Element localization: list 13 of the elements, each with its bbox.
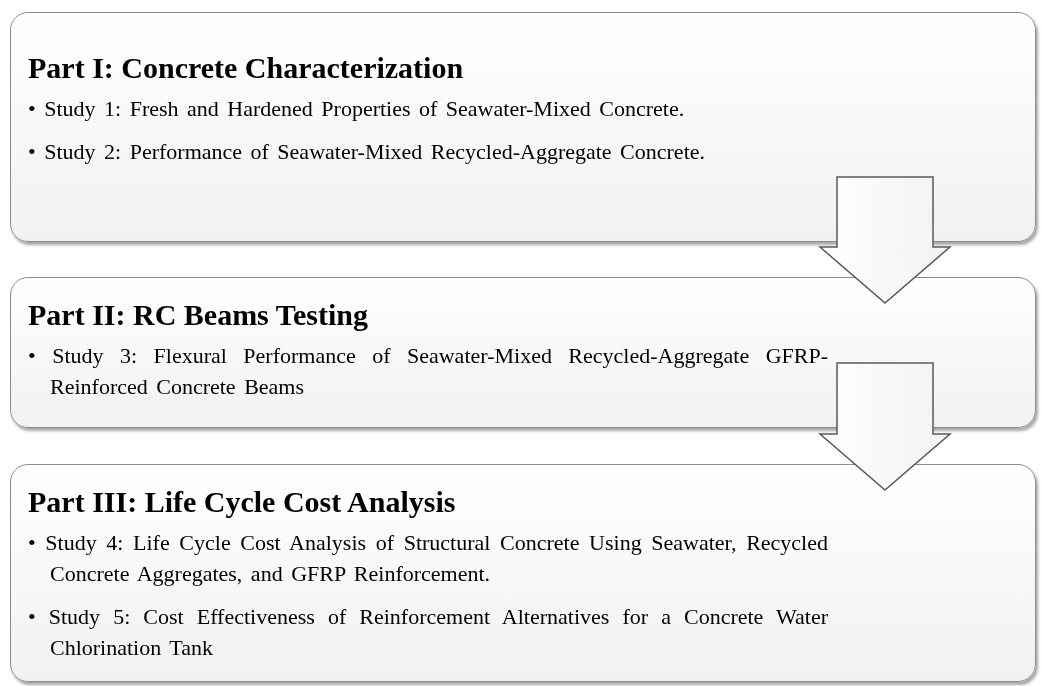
block-arrow xyxy=(818,176,952,304)
bullet-item: • Study 5: Cost Effectiveness of Reinforcement Alternatives for a Concrete Water Chlorination Tank xyxy=(28,602,828,662)
process-box xyxy=(10,277,1036,428)
section-heading: Part II: RC Beams Testing xyxy=(28,297,369,333)
bullet-item: • Study 2: Performance of Seawater-Mixed Recycled-Aggregate Concrete. xyxy=(28,137,706,166)
section-heading: Part I: Concrete Characterization xyxy=(28,50,465,86)
bullet-item: • Study 1: Fresh and Hardened Properties of Seawater-Mixed Concrete. xyxy=(28,94,686,123)
block-arrow xyxy=(818,362,952,491)
bullet-item: • Study 3: Flexural Performance of Seawater-Mixed Recycled-Aggregate GFRP-Reinforced Concrete Beams xyxy=(28,341,828,401)
process-box xyxy=(10,464,1036,682)
process-box xyxy=(10,12,1036,242)
section-heading: Part III: Life Cycle Cost Analysis xyxy=(28,484,457,520)
bullet-item: • Study 4: Life Cycle Cost Analysis of Structural Concrete Using Seawater, Recycled Concrete Aggregates, and GFRP Reinforcement. xyxy=(28,528,828,588)
